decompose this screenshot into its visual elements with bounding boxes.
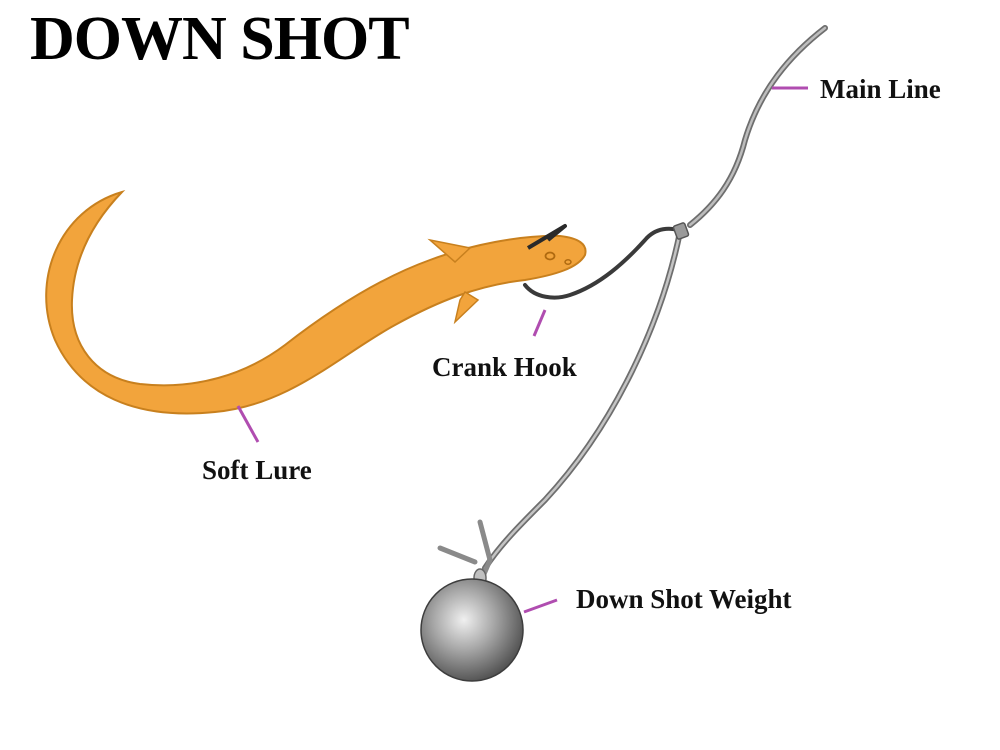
drop-line-highlight bbox=[483, 230, 682, 570]
leader-soft-lure bbox=[236, 405, 260, 443]
lure-dorsal-fin bbox=[427, 238, 472, 264]
lure-ventral-fin bbox=[453, 290, 480, 325]
main-line-highlight bbox=[688, 26, 827, 227]
leader-down-shot-weight bbox=[523, 598, 558, 614]
leader-crank-hook bbox=[532, 309, 547, 337]
label-down-shot-weight: Down Shot Weight bbox=[576, 584, 792, 614]
lure-eye bbox=[544, 251, 556, 261]
label-main-line: Main Line bbox=[820, 74, 941, 104]
main-line bbox=[687, 25, 828, 228]
down-shot-weight bbox=[420, 578, 524, 682]
hook-knot bbox=[672, 222, 690, 240]
diagram-title: DOWN SHOT bbox=[30, 5, 410, 73]
lure-nostril bbox=[564, 259, 572, 265]
label-crank-hook: Crank Hook bbox=[432, 352, 577, 382]
label-soft-lure: Soft Lure bbox=[202, 455, 312, 485]
crank-hook bbox=[523, 226, 686, 300]
hook-point bbox=[526, 224, 567, 250]
soft-lure-body bbox=[45, 189, 587, 415]
